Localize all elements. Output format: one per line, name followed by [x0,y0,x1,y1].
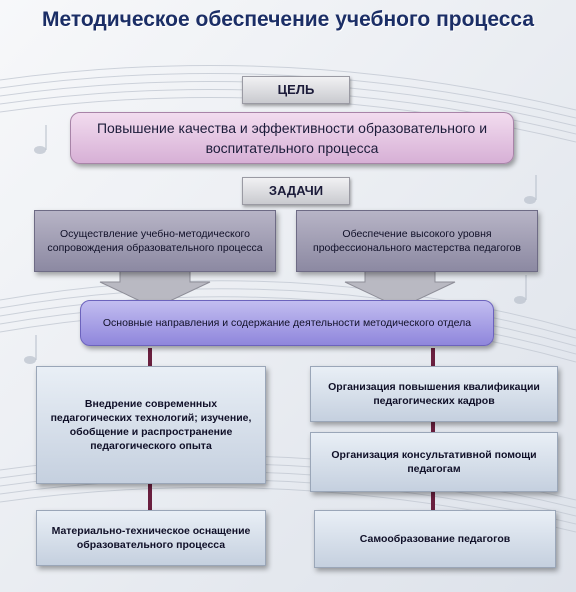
tasks-label: ЗАДАЧИ [242,177,350,205]
area-box-left-1: Внедрение современных педагогических тех… [36,366,266,484]
directions-box: Основные направления и содержание деятел… [80,300,494,346]
directions-text: Основные направления и содержание деятел… [102,317,472,329]
goal-text: Повышение качества и эффективности образ… [96,120,488,156]
area-text-right-1: Организация повышения квалификации педаг… [328,381,540,407]
area-text-right-3: Самообразование педагогов [359,533,511,545]
area-box-right-1: Организация повышения квалификации педаг… [310,366,558,422]
task-box-2: Обеспечение высокого уровня профессионал… [296,210,538,272]
arrow-right [344,269,456,309]
area-box-right-2: Организация консультативной помощи педаг… [310,432,558,492]
area-box-left-2: Материально-техническое оснащение образо… [36,510,266,566]
task-text-1: Осуществление учебно-методического сопро… [47,228,263,254]
task-text-2: Обеспечение высокого уровня профессионал… [313,228,521,254]
area-box-right-3: Самообразование педагогов [314,510,556,568]
arrow-left [99,269,211,309]
goal-box: Повышение качества и эффективности образ… [70,112,514,164]
area-text-left-1: Внедрение современных педагогических тех… [50,398,252,452]
task-box-1: Осуществление учебно-методического сопро… [34,210,276,272]
goal-label: ЦЕЛЬ [242,76,350,104]
area-text-left-2: Материально-техническое оснащение образо… [51,525,251,551]
diagram-title: Методическое обеспечение учебного процес… [41,8,535,31]
area-text-right-2: Организация консультативной помощи педаг… [331,449,537,475]
